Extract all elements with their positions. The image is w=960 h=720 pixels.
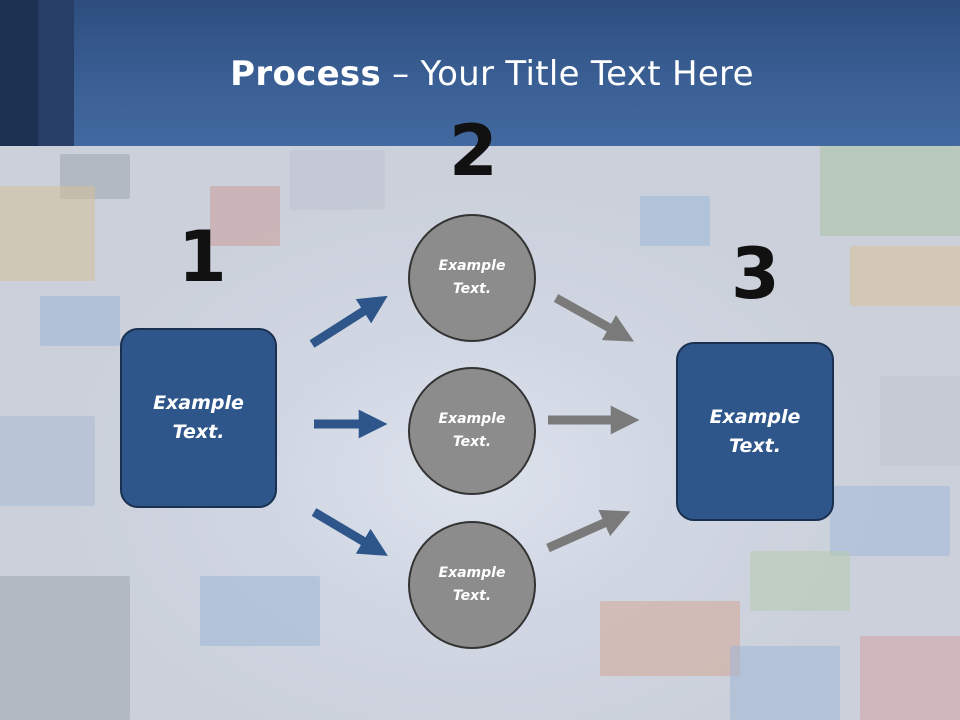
header-accent-dark <box>0 0 38 146</box>
step-3-text-line2: Text. <box>729 434 781 457</box>
title-rest: – Your Title Text Here <box>381 54 754 94</box>
arrow-box1-to-circle3 <box>311 508 388 556</box>
circle-top-line2: Text. <box>452 281 492 297</box>
step-1-text-line2: Text. <box>172 421 225 443</box>
circle-top-line1: Example <box>438 258 506 274</box>
circle-middle-line1: Example <box>438 411 506 427</box>
title-bold: Process <box>230 54 382 94</box>
arrow-circle1-to-box3 <box>553 294 635 342</box>
circle-middle-line2: Text. <box>452 434 492 450</box>
step-number-3: 3 <box>731 233 780 315</box>
step-number-1: 1 <box>178 216 227 298</box>
circle-bottom-line1: Example <box>438 565 506 581</box>
step-2-circle-top: Example Text. <box>408 214 536 342</box>
step-3-text-line1: Example <box>709 405 801 428</box>
circle-bottom-line2: Text. <box>452 588 492 604</box>
step-3-box: Example Text. <box>676 342 834 521</box>
step-2-circle-bottom: Example Text. <box>408 521 536 649</box>
step-1-box: Example Text. <box>120 328 277 508</box>
title-bar: Process – Your Title Text Here <box>0 0 960 146</box>
header-accent-mid <box>38 0 74 146</box>
step-2-circle-middle: Example Text. <box>408 367 536 495</box>
slide-title: Process – Your Title Text Here <box>0 54 960 94</box>
arrow-box1-to-circle1 <box>309 295 388 348</box>
step-number-2: 2 <box>449 110 498 192</box>
arrow-circle3-to-box3 <box>546 509 631 553</box>
step-1-text-line1: Example <box>153 392 244 414</box>
